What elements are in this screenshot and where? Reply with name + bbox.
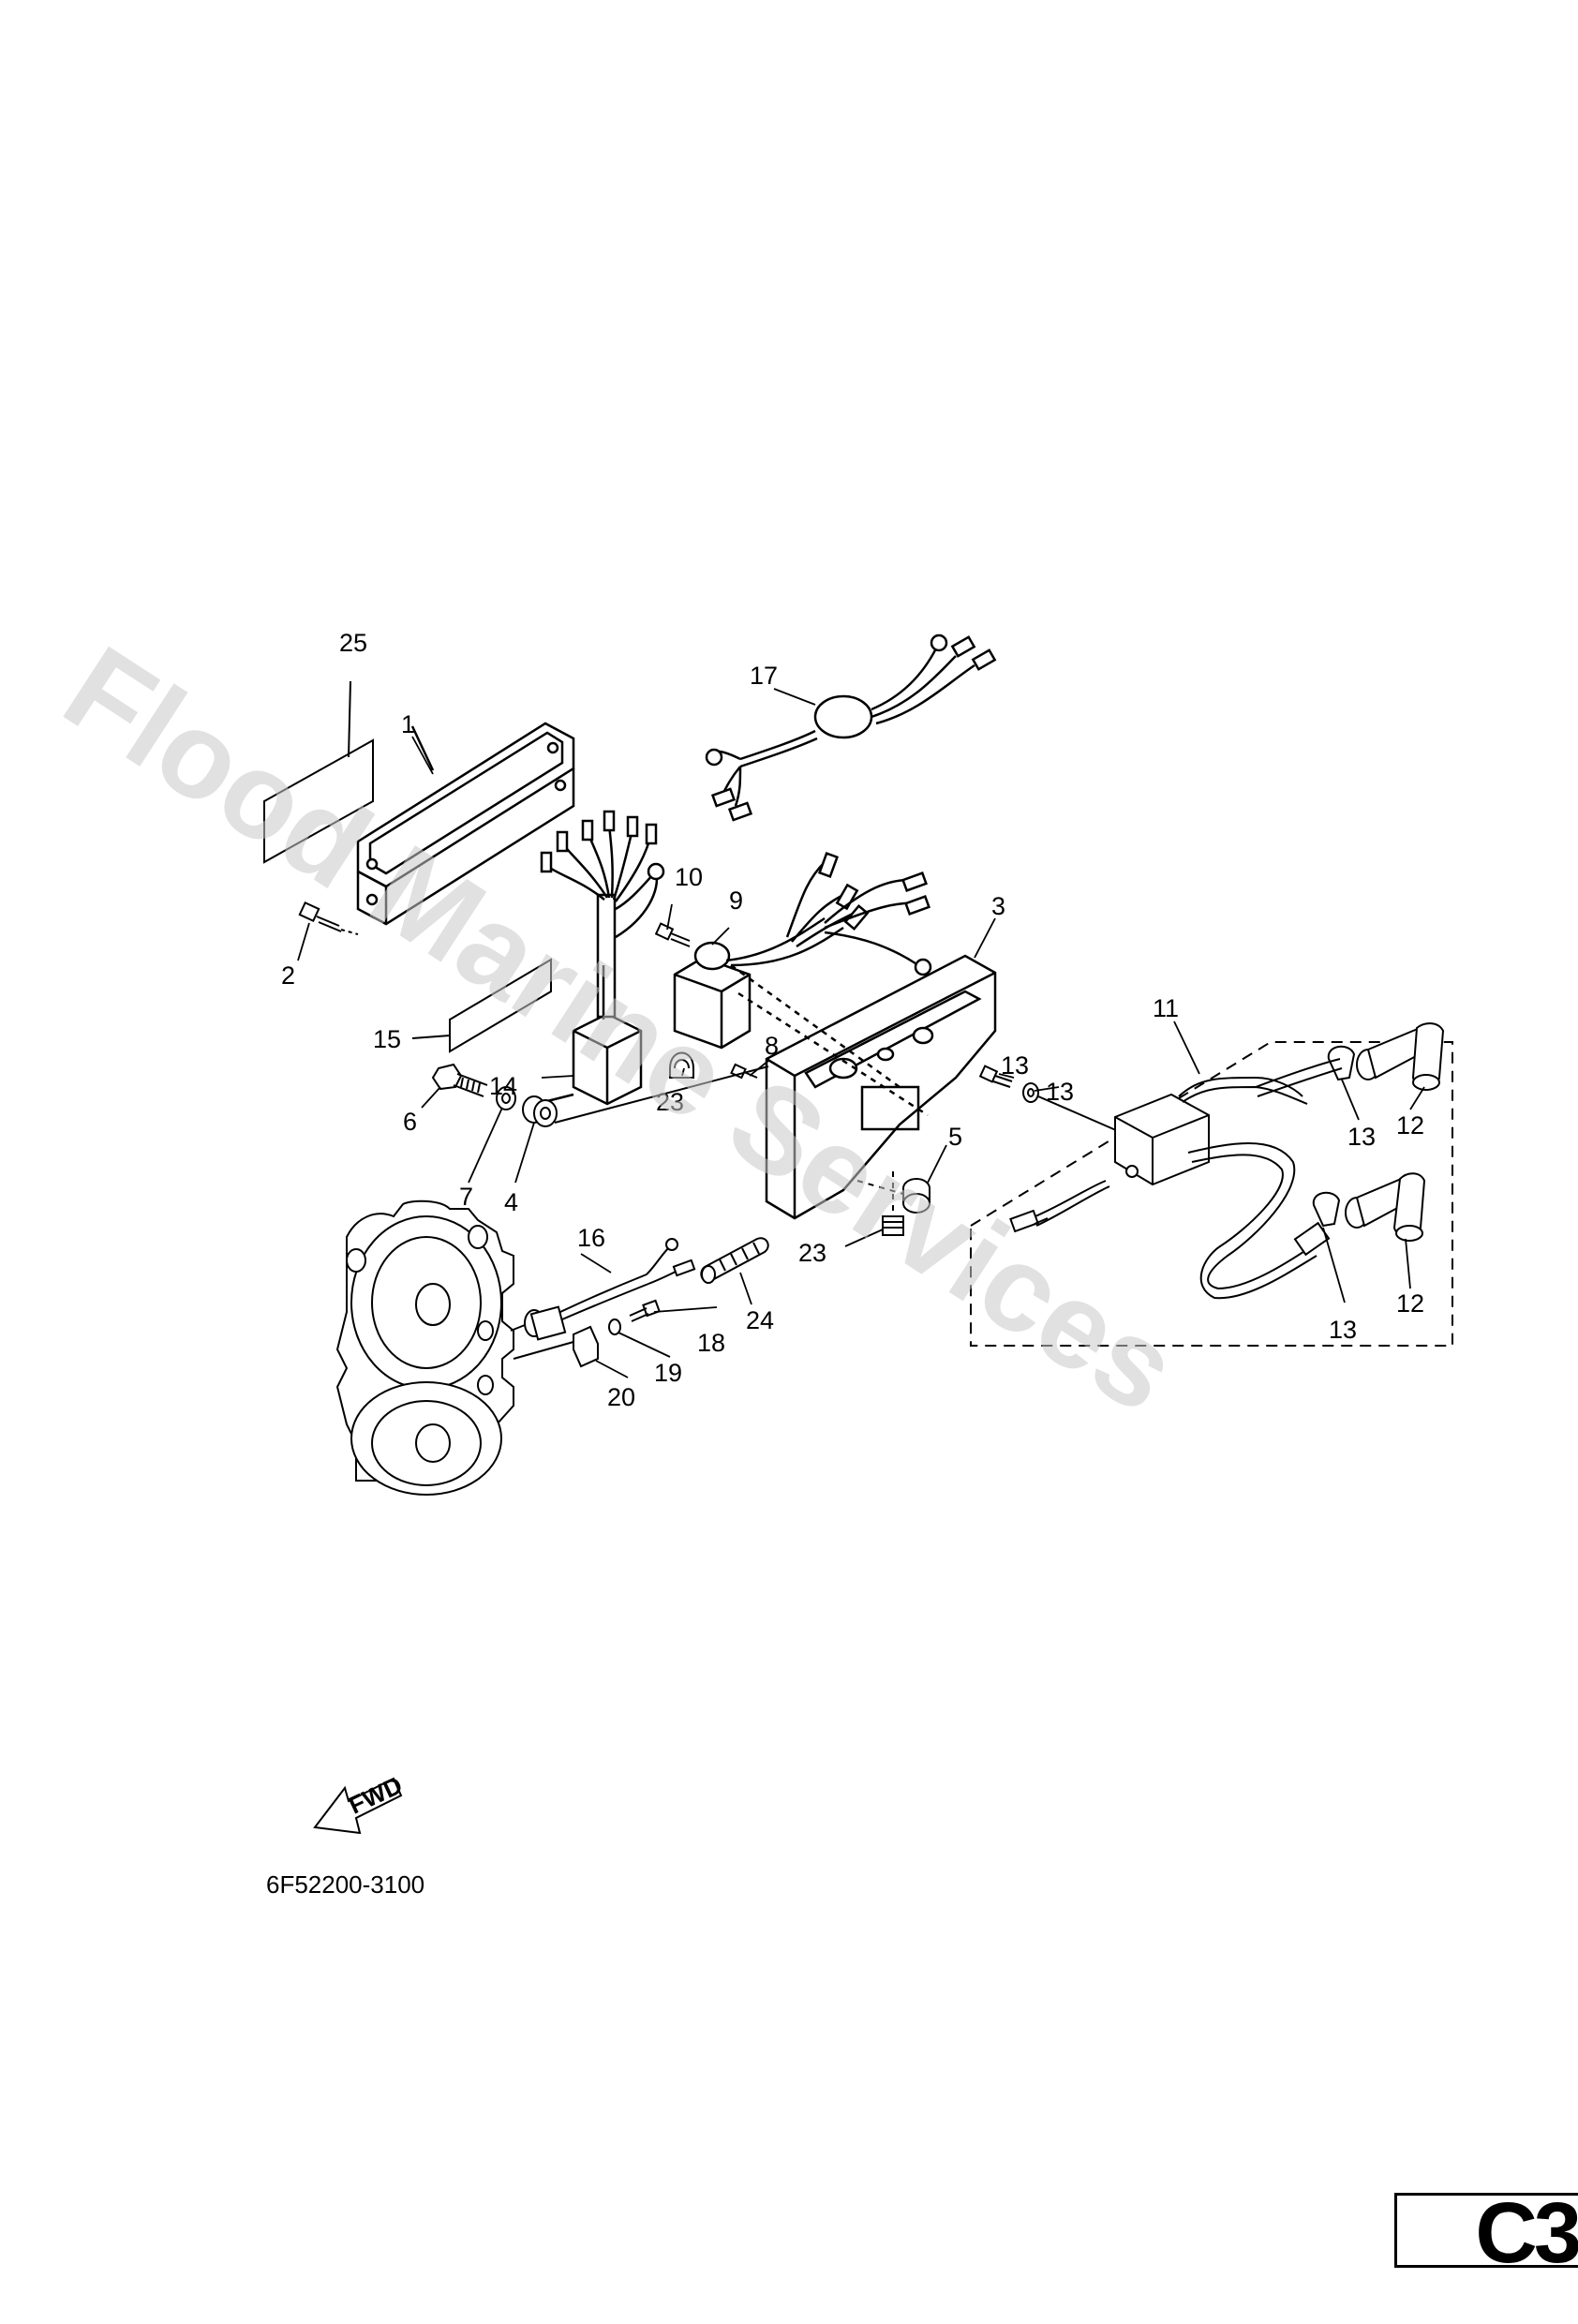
callout-16: 14 (489, 1072, 517, 1100)
callout-2: 2 (281, 961, 295, 990)
callout-11: 11 (1153, 994, 1179, 1022)
callout-25: 25 (339, 629, 367, 657)
callout-1: 1 (401, 710, 415, 738)
part-23-grommet-lower (882, 1171, 904, 1236)
part-4-grommet (522, 1065, 769, 1127)
part-18-sensor (510, 1238, 696, 1341)
callout-3: 3 (991, 892, 1005, 920)
callout-14: 13 (1001, 1051, 1029, 1080)
section-tab: C3 (1394, 2190, 1578, 2276)
part-12-plug-cap-lower (1345, 1172, 1426, 1242)
part-7-washer (496, 1086, 516, 1110)
part-12-plug-cap-upper (1356, 1022, 1445, 1091)
fwd-label: FWD (344, 1771, 406, 1820)
part-23-grommet-upper (669, 1051, 694, 1079)
crankcase-housing (335, 1199, 514, 1496)
part-3-bracket (730, 954, 997, 1220)
part-17-strip (411, 958, 552, 1053)
callout-6: 6 (403, 1108, 417, 1136)
callout-21: 19 (654, 1359, 682, 1387)
leader-lines (297, 688, 1425, 1378)
callout-17: 15 (373, 1025, 401, 1053)
callout-23a: 23 (656, 1088, 684, 1116)
callout-10: 10 (675, 863, 703, 891)
callout-4: 4 (504, 1188, 518, 1216)
part-16-cdi-unit (535, 810, 665, 1106)
callout-13b: 13 (1329, 1316, 1357, 1344)
part-10-screw (654, 922, 691, 947)
fwd-arrow-icon: FWD (313, 1771, 407, 1835)
part-6-bolt (431, 1063, 488, 1097)
part-22-clip (513, 1325, 599, 1368)
part-25-sticker (263, 680, 374, 864)
callout-13a: 13 (1347, 1123, 1376, 1151)
part-13-clamp-upper (1327, 1045, 1356, 1081)
part-21-washer (608, 1318, 621, 1335)
callout-9: 9 (729, 886, 743, 915)
callout-12b: 12 (1396, 1289, 1424, 1318)
part-1-frame-edge (356, 768, 575, 926)
callout-23b: 23 (798, 1239, 826, 1267)
part-14-bolt (978, 1065, 1013, 1088)
callout-5: 5 (948, 1123, 962, 1151)
part-13-clamp-lower (1312, 1191, 1341, 1228)
section-label: C3 (1475, 2185, 1578, 2281)
part-24-hose (700, 1237, 769, 1284)
part-15-washer (1022, 1082, 1125, 1135)
callout-7: 7 (459, 1183, 473, 1211)
callout-19: 17 (750, 662, 778, 690)
callout-22: 20 (607, 1383, 635, 1411)
callout-8: 8 (765, 1032, 779, 1060)
part-5-collar (856, 1178, 930, 1214)
callout-18: 16 (577, 1224, 605, 1252)
part-2-screw (298, 901, 359, 935)
part-9-coil (673, 852, 932, 1050)
part-20-screw (629, 1299, 661, 1322)
callout-24: 24 (746, 1306, 774, 1334)
diagram-code: 6F52200-3100 (266, 1870, 424, 1899)
callout-labels: 25 1 2 15 14 6 7 4 17 10 9 3 8 23 5 23 1… (281, 629, 1424, 1411)
part-19-harness (705, 633, 997, 822)
callout-20: 18 (697, 1329, 725, 1357)
watermark-text: Flood Marine Services (42, 619, 1201, 1438)
callout-15: 13 (1046, 1078, 1074, 1106)
callout-12a: 12 (1396, 1111, 1424, 1140)
